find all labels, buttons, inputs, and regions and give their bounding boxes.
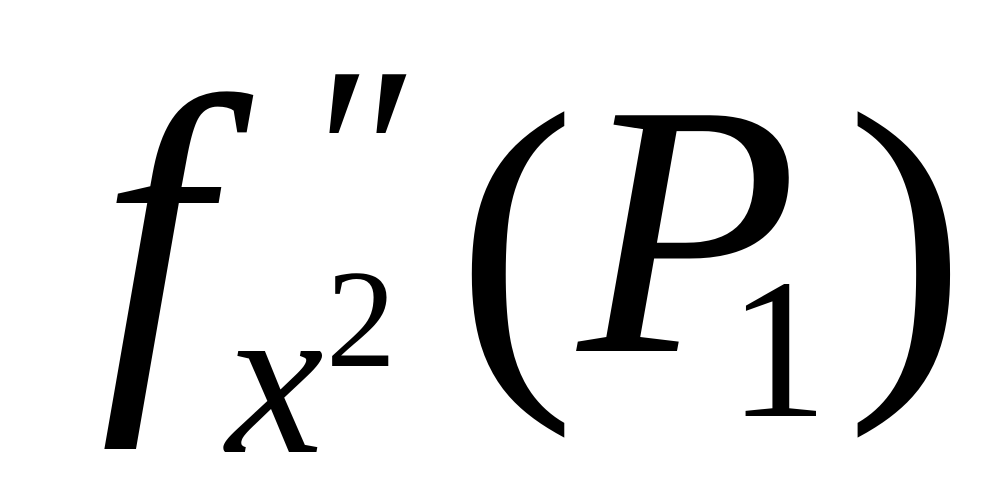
function-symbol: f	[100, 19, 209, 451]
point-symbol: P	[578, 30, 798, 429]
subscript-variable: x	[226, 256, 324, 500]
double-prime-mark: ″	[300, 16, 405, 293]
close-parenthesis: )	[846, 40, 966, 439]
point-index: 1	[728, 239, 828, 460]
subscript-power: 2	[326, 242, 396, 397]
open-parenthesis: (	[456, 40, 576, 439]
